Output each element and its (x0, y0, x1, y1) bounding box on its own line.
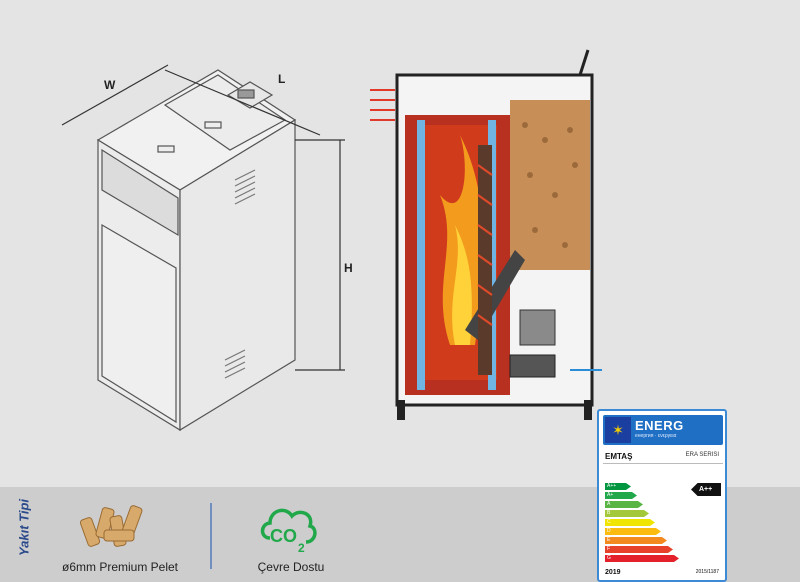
pellet-icon (79, 505, 143, 547)
energy-label-title: ENERG (635, 418, 684, 433)
stove-outline-drawing (61, 64, 345, 432)
energy-label-rule (603, 463, 723, 464)
co2-text: CO (270, 526, 297, 546)
energy-label-header: ✶ ENERG енергия · ενεργεια (603, 415, 723, 445)
energy-class-bar: A+ (605, 492, 637, 499)
energy-class-bar: E (605, 537, 667, 544)
energy-label-brand: EMTAŞ (605, 452, 633, 461)
eco-label: Çevre Dostu (257, 560, 325, 574)
energy-label-year: 2019 (605, 569, 621, 576)
energy-class-bar: A++ (605, 483, 631, 490)
stove-cutaway-diagram (370, 49, 602, 420)
dimension-height-label: H (344, 261, 353, 275)
footer-divider (210, 503, 212, 569)
energy-class-bar: G (605, 555, 679, 562)
energy-class-bar: F (605, 546, 673, 553)
dimension-width-label: W (104, 78, 116, 92)
svg-text:2: 2 (298, 541, 305, 555)
energy-class-bar: A (605, 501, 643, 508)
pellet-label: ø6mm Premium Pelet (61, 560, 179, 574)
energy-label-subtitle: енергия · ενεργεια (635, 433, 677, 439)
energy-label-regulation: 2015/1187 (695, 569, 719, 575)
energy-class-bar: D (605, 528, 661, 535)
energy-label-card: ✶ ENERG енергия · ενεργεια EMTAŞ ERA SER… (597, 409, 727, 582)
energy-class-bar: B (605, 510, 649, 517)
energy-class-bar: C (605, 519, 655, 526)
co2-cloud-icon: CO 2 (260, 508, 317, 555)
fuel-type-label: Yakıt Tipi (16, 498, 32, 557)
dimension-length-label: L (278, 72, 286, 86)
eu-flag-icon: ✶ (605, 417, 631, 443)
energy-label-series: ERA SERISI (685, 452, 719, 458)
energy-rating-badge: A++ (691, 483, 721, 496)
